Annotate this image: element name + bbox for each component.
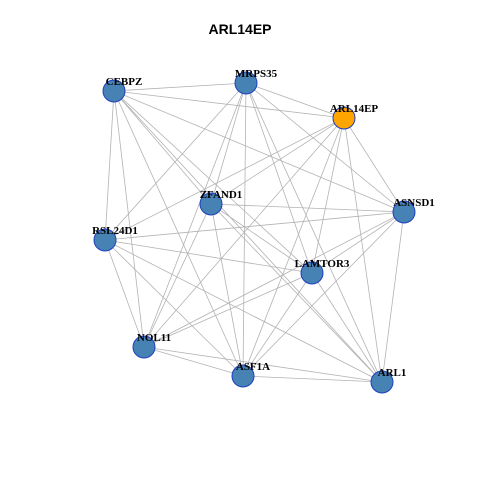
node-arl14ep: ARL14EP xyxy=(330,103,379,130)
node-circle xyxy=(199,192,223,216)
node-lamtor3: LAMTOR3 xyxy=(295,258,350,285)
node-circle xyxy=(300,261,324,285)
node-circle xyxy=(392,200,416,224)
edge-arl14ep-asf1a xyxy=(242,117,345,377)
edge-mrps35-asf1a xyxy=(242,82,247,377)
node-label: ARL14EP xyxy=(330,103,379,115)
edge-mrps35-arl14ep xyxy=(245,82,345,119)
edge-cebpz-arl14ep xyxy=(113,90,345,119)
edge-cebpz-mrps35 xyxy=(113,82,247,92)
edge-mrps35-nol11 xyxy=(143,82,247,348)
node-asnsd1: ASNSD1 xyxy=(392,197,435,224)
edge-arl14ep-zfand1 xyxy=(210,117,345,205)
edge-arl14ep-rsl24d1 xyxy=(104,117,345,241)
edge-nol11-arl1 xyxy=(143,346,383,383)
node-cebpz: CEBPZ xyxy=(102,76,143,103)
edge-asnsd1-asf1a xyxy=(242,211,405,377)
edge-cebpz-arl1 xyxy=(113,90,383,383)
node-circle xyxy=(231,364,255,388)
edge-cebpz-nol11 xyxy=(113,90,145,348)
node-nol11: NOL11 xyxy=(132,332,171,359)
node-label: ASNSD1 xyxy=(393,197,435,209)
edge-cebpz-rsl24d1 xyxy=(104,90,115,241)
edge-zfand1-arl1 xyxy=(210,203,383,383)
node-label: MRPS35 xyxy=(235,68,278,80)
edge-arl14ep-arl1 xyxy=(343,117,383,383)
node-mrps35: MRPS35 xyxy=(234,68,278,95)
edge-rsl24d1-asf1a xyxy=(104,239,244,377)
edge-rsl24d1-lamtor3 xyxy=(104,239,313,274)
node-label: RSL24D1 xyxy=(92,225,138,237)
node-asf1a: ASF1A xyxy=(231,361,270,388)
edge-mrps35-lamtor3 xyxy=(245,82,313,274)
node-circle xyxy=(132,335,156,359)
edge-cebpz-lamtor3 xyxy=(113,90,313,274)
edge-mrps35-zfand1 xyxy=(210,82,247,205)
edge-arl14ep-asnsd1 xyxy=(343,117,405,213)
edge-cebpz-zfand1 xyxy=(113,90,212,205)
edge-layer xyxy=(104,82,405,383)
edge-rsl24d1-nol11 xyxy=(104,239,145,348)
node-circle xyxy=(93,228,117,252)
node-label: ASF1A xyxy=(236,361,270,373)
edge-mrps35-rsl24d1 xyxy=(104,82,247,241)
node-circle xyxy=(370,370,394,394)
node-circle xyxy=(332,106,356,130)
edge-lamtor3-arl1 xyxy=(311,272,383,383)
edge-arl14ep-lamtor3 xyxy=(311,117,345,274)
edge-asnsd1-rsl24d1 xyxy=(104,211,405,241)
edge-asf1a-arl1 xyxy=(242,375,383,383)
edge-zfand1-lamtor3 xyxy=(210,203,313,274)
edge-asnsd1-nol11 xyxy=(143,211,405,348)
node-label: ARL1 xyxy=(378,367,407,379)
node-zfand1: ZFAND1 xyxy=(199,189,243,216)
node-label: NOL11 xyxy=(137,332,171,344)
edge-asnsd1-arl1 xyxy=(381,211,405,383)
node-label: ZFAND1 xyxy=(200,189,243,201)
node-rsl24d1: RSL24D1 xyxy=(92,225,138,252)
edge-zfand1-asf1a xyxy=(210,203,244,377)
edge-arl14ep-nol11 xyxy=(143,117,345,348)
edge-zfand1-nol11 xyxy=(143,203,212,348)
edge-lamtor3-asf1a xyxy=(242,272,313,377)
node-circle xyxy=(234,71,258,95)
edge-asnsd1-lamtor3 xyxy=(311,211,405,274)
figure-title: ARL14EP xyxy=(208,21,272,37)
node-circle xyxy=(102,79,126,103)
edge-zfand1-asnsd1 xyxy=(210,203,405,213)
node-label: LAMTOR3 xyxy=(295,258,350,270)
edge-nol11-asf1a xyxy=(143,346,244,377)
node-label: CEBPZ xyxy=(106,76,143,88)
edge-mrps35-asnsd1 xyxy=(245,82,405,213)
node-arl1: ARL1 xyxy=(370,367,407,394)
edge-cebpz-asnsd1 xyxy=(113,90,405,213)
edge-rsl24d1-arl1 xyxy=(104,239,383,383)
edge-mrps35-arl1 xyxy=(245,82,383,383)
edge-lamtor3-nol11 xyxy=(143,272,313,348)
